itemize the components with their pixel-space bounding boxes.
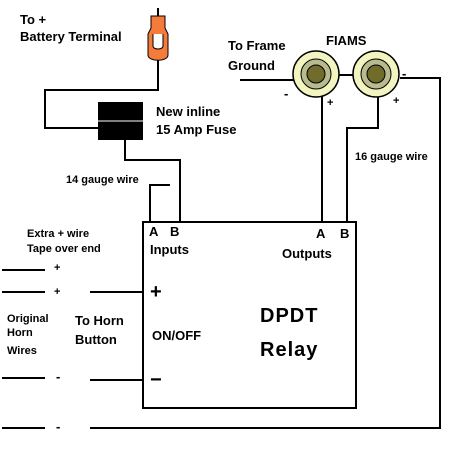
frame-ground-label-line1: To Frame [228, 38, 286, 53]
fuse-label-line1: New inline [156, 104, 220, 119]
relay-minus-sign: − [150, 369, 163, 391]
fuse-label-line2: 15 Amp Fuse [156, 122, 236, 137]
onoff-label: ON/OFF [152, 328, 201, 343]
gauge14-label: 14 gauge wire [66, 174, 139, 186]
battery-to-fuse-wire [44, 60, 159, 129]
wire4-sign: - [56, 419, 60, 434]
original-horn-label-line2: Horn [7, 327, 33, 339]
output-a-label: A [316, 226, 326, 241]
relay-plus-sign: + [150, 281, 163, 303]
outputs-label: Outputs [282, 246, 332, 261]
original-horn-label-line1: Original [7, 313, 49, 325]
battery-terminal-icon [147, 8, 169, 61]
fiam-horn-1 [292, 50, 340, 98]
fiam-horn-2 [352, 50, 400, 98]
fiam1-minus-sign: - [284, 86, 288, 101]
frame-ground-label-line2: Ground [228, 58, 275, 73]
fiam2-plus-sign: + [393, 95, 399, 107]
original-horn-wires [2, 269, 45, 429]
fuse-to-input-b-wire [124, 140, 181, 222]
input-a-label: A [149, 224, 159, 239]
input-b-label: B [170, 224, 179, 239]
wire3-sign: - [56, 369, 60, 384]
inputs-label: Inputs [150, 242, 189, 257]
extra-wire-label-line2: Tape over end [27, 243, 101, 255]
dpdt-relay-box [142, 221, 357, 409]
wire2-sign: + [54, 286, 60, 298]
horn-button-label-line1: To Horn [75, 313, 124, 328]
relay-label-line2: Relay [260, 339, 318, 361]
extra-wire-label-line1: Extra + wire [27, 228, 89, 240]
fiam1-plus-sign: + [327, 97, 333, 109]
input-a-wire [149, 184, 170, 222]
gauge16-label: 16 gauge wire [355, 151, 428, 163]
battery-label-line1: To + [20, 12, 47, 27]
ground-return-wire [90, 77, 441, 429]
output-b-to-fiam2-wire [346, 95, 379, 222]
original-horn-label-line3: Wires [7, 345, 37, 357]
fiam2-minus-sign: - [402, 66, 406, 81]
output-b-label: B [340, 226, 349, 241]
battery-label-line2: Battery Terminal [20, 29, 122, 44]
horn-button-label-line2: Button [75, 332, 117, 347]
wire1-sign: + [54, 262, 60, 274]
relay-label-line1: DPDT [260, 305, 318, 327]
fiams-label: FIAMS [326, 33, 367, 48]
inline-fuse [98, 102, 143, 140]
